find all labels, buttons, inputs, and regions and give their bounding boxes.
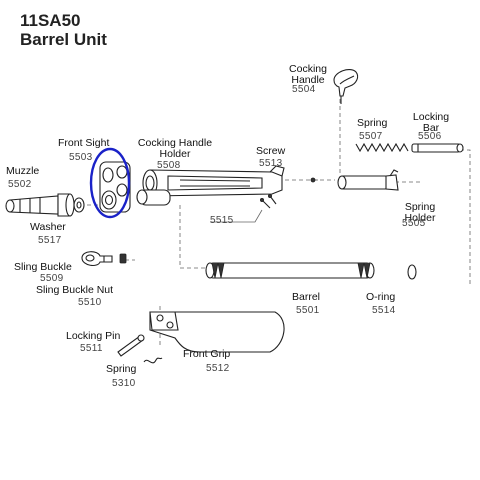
part-number-cocking-handle: 5504 — [292, 84, 316, 95]
label-spring-holder-name: Spring — [404, 201, 436, 213]
label-screw: Screw — [256, 146, 286, 157]
front-grip-part — [149, 311, 285, 353]
label-cocking-handle-name-line2: Handle — [291, 74, 325, 86]
label-front-sight: Front Sight — [58, 138, 118, 149]
part-number-locking-pin: 5511 — [80, 343, 103, 354]
part-number-spring-holder: 5505 — [402, 218, 426, 229]
diagram-model: 11SA50 — [20, 11, 81, 30]
label-locking-pin-name: Locking Pin — [66, 330, 121, 342]
label-sling-buckle-name: Sling Buckle — [14, 261, 72, 273]
spring-5507-part — [355, 142, 409, 153]
label-screw-name: Screw — [256, 145, 286, 157]
locking-bar-part — [411, 143, 464, 153]
screw-part — [310, 177, 316, 183]
part-number-muzzle: 5502 — [8, 179, 32, 190]
part-number-sling-buckle: 5509 — [40, 273, 64, 284]
part-number-washer: 5517 — [38, 235, 62, 246]
cocking-handle-part — [333, 69, 359, 104]
part-number-spring-5507: 5507 — [359, 131, 383, 142]
barrel-part — [205, 262, 375, 279]
spring-holder-part — [337, 169, 399, 191]
label-spring-5507-name: Spring — [357, 117, 388, 129]
label-cocking-handle-holder-name: Cocking Handle — [137, 137, 213, 149]
sling-buckle-nut-part — [119, 253, 127, 264]
locking-pin-part — [117, 334, 145, 357]
part-number-cocking-handle-holder: 5508 — [157, 160, 181, 171]
label-muzzle: Muzzle — [6, 166, 46, 177]
part-number-spring-5310: 5310 — [112, 378, 136, 389]
part-number-o-ring: 5514 — [372, 305, 396, 316]
label-spring-5310: Spring — [106, 364, 146, 375]
part-number-front-grip: 5512 — [206, 363, 230, 374]
washer-part — [73, 197, 85, 213]
label-sling-buckle-nut-name: Sling Buckle Nut — [36, 284, 114, 296]
sling-buckle-part — [81, 251, 113, 267]
part-5515 — [210, 193, 277, 223]
part-number-locking-bar: 5506 — [418, 131, 442, 142]
part-number-unlabeled-5515: 5515 — [210, 215, 234, 226]
label-sling-buckle-nut: Sling Buckle Nut — [36, 285, 126, 296]
muzzle-part — [5, 193, 75, 217]
label-washer-name: Washer — [30, 221, 66, 233]
label-o-ring: O-ring — [366, 292, 406, 303]
label-locking-bar-name: Locking — [412, 111, 450, 123]
part-number-barrel: 5501 — [296, 305, 320, 316]
label-front-grip: Front Grip — [183, 349, 243, 360]
cocking-handle-holder-part — [136, 165, 285, 206]
label-spring-5310-name: Spring — [106, 363, 137, 375]
part-number-screw: 5513 — [259, 158, 283, 169]
label-sling-buckle: Sling Buckle — [14, 262, 84, 273]
label-washer: Washer — [30, 222, 70, 233]
label-front-sight-name: Front Sight — [58, 137, 110, 149]
front-sight-highlight — [89, 147, 131, 219]
label-cocking-handle-name: Cocking — [289, 63, 327, 75]
label-barrel: Barrel — [292, 292, 332, 303]
label-muzzle-name: Muzzle — [6, 165, 40, 177]
label-barrel-name: Barrel — [292, 291, 321, 303]
part-number-sling-buckle-nut: 5510 — [78, 297, 102, 308]
front-sight-part — [99, 161, 131, 213]
label-locking-pin: Locking Pin — [66, 331, 126, 342]
label-locking-bar-name-line2: Bar — [422, 122, 440, 134]
spring-5310-part — [143, 357, 163, 364]
part-number-front-sight: 5503 — [69, 152, 93, 163]
label-cocking-handle-holder-name-line2: Holder — [159, 148, 191, 160]
diagram-section-title: Barrel Unit — [20, 30, 107, 49]
label-o-ring-name: O-ring — [366, 291, 396, 303]
label-spring-holder-name-line2: Holder — [404, 212, 436, 224]
label-spring-5507: Spring — [357, 118, 397, 129]
o-ring-part — [407, 264, 417, 280]
label-front-grip-name: Front Grip — [183, 348, 231, 360]
